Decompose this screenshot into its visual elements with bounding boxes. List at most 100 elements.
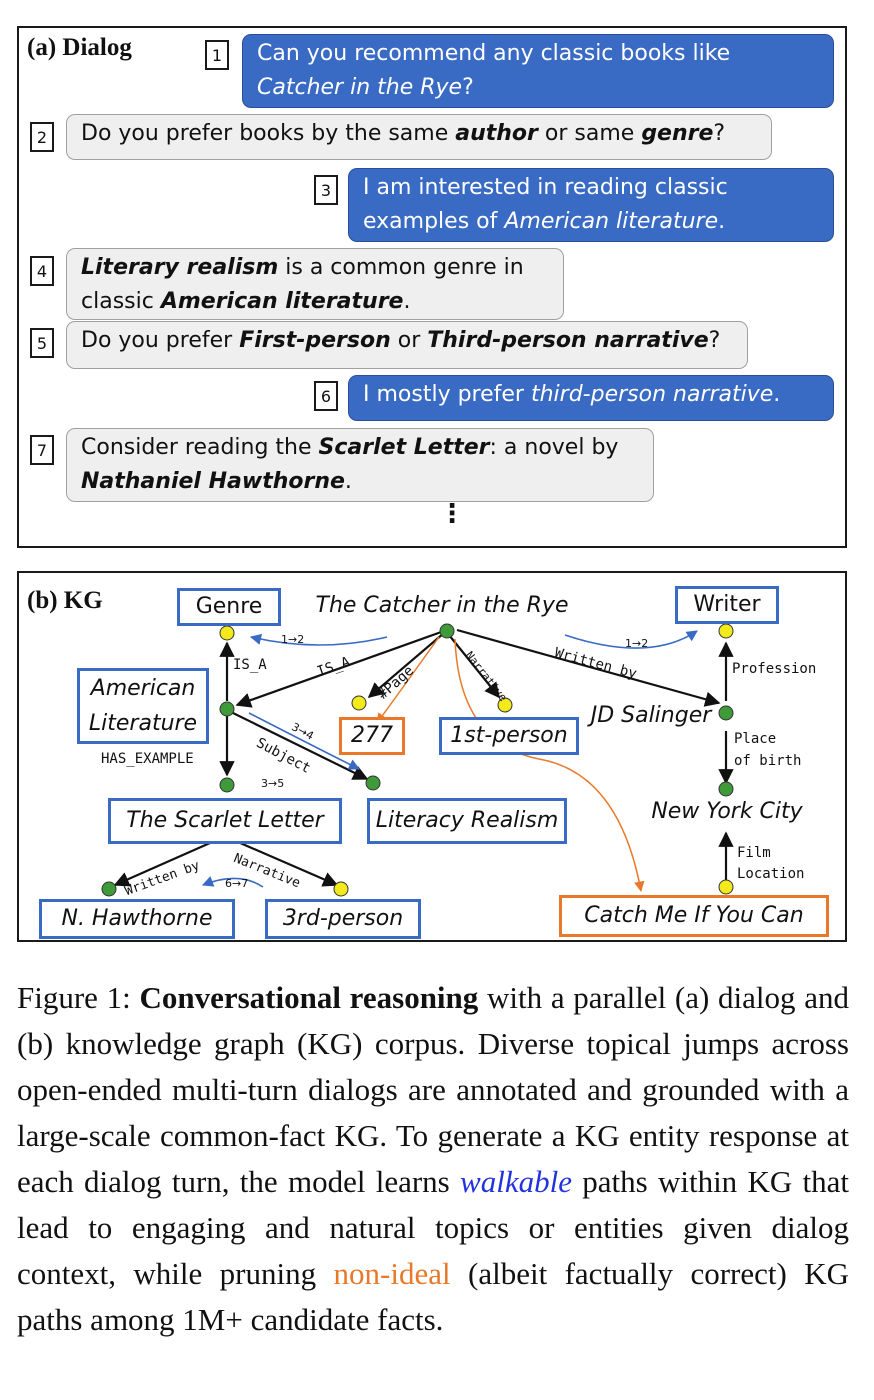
- caption-walkable: walkable: [460, 1164, 572, 1199]
- dialog-text-segment: I mostly prefer: [363, 382, 531, 407]
- dialog-text-segment: or same: [537, 121, 642, 146]
- dialog-panel-title: (a) Dialog: [27, 34, 132, 61]
- caption-text-3: (albeit factually correct) KG paths amon…: [17, 1256, 849, 1337]
- dialog-text-segment: American literature: [160, 289, 404, 314]
- edge-label-location: Location: [737, 866, 805, 882]
- turn-number-7: 7: [30, 435, 54, 465]
- dialog-text-segment: Catcher in the Rye: [257, 75, 463, 100]
- caption-label: Figure 1:: [17, 980, 140, 1015]
- more-turns-ellipsis: ⋮: [439, 499, 465, 529]
- dot-scarlet: [219, 777, 235, 793]
- kg-node-jd-salinger: JD Salinger: [590, 703, 712, 728]
- dialog-turn-1: Can you recommend any classic books like…: [242, 34, 834, 108]
- turn-number-2: 2: [30, 122, 54, 152]
- edge-label-is-a-left: IS_A: [233, 657, 267, 673]
- kg-node-hawthorne: N. Hawthorne: [39, 899, 235, 939]
- caption-bold: Conversational reasoning: [139, 980, 479, 1015]
- dot-realism: [365, 775, 381, 791]
- dialog-turn-7: Consider reading the Scarlet Letter: a n…: [66, 428, 654, 502]
- edge-catcher-to-page: [367, 632, 445, 698]
- kg-node-american-literature: American Literature: [77, 668, 209, 744]
- kg-edges: [101, 623, 734, 897]
- kg-node-literacy-realism: Literacy Realism: [367, 798, 567, 844]
- dialog-text-segment: genre: [641, 121, 714, 146]
- kg-node-american-line2: Literature: [88, 711, 198, 736]
- edge-label-place: Place: [734, 731, 777, 747]
- kg-node-new-york-city: New York City: [651, 799, 803, 824]
- kg-node-first-person: 1st-person: [439, 717, 579, 755]
- dialog-text-segment: ?: [713, 121, 726, 146]
- caption-non-ideal: non-ideal: [333, 1256, 451, 1291]
- edge-label-has-example: HAS_EXAMPLE: [101, 751, 194, 767]
- dot-nyc: [718, 781, 734, 797]
- kg-node-genre: Genre: [177, 588, 281, 626]
- kg-node-scarlet-letter: The Scarlet Letter: [108, 798, 342, 844]
- dot-genre: [219, 625, 235, 641]
- dot-american: [219, 701, 235, 717]
- figure-caption: Figure 1: Conversational reasoning with …: [17, 975, 849, 1343]
- kg-node-catcher: The Catcher in the Rye: [315, 593, 569, 618]
- kg-node-american-line1: American: [90, 676, 196, 701]
- edge-catcher-to-american: [235, 629, 445, 708]
- dialog-turn-4: Literary realism is a common genre in cl…: [66, 248, 564, 320]
- dialog-text-segment: : a novel by: [489, 435, 619, 460]
- dialog-text-segment: I am interested in reading classic examp…: [363, 175, 728, 234]
- dialog-turn-3: I am interested in reading classic examp…: [348, 168, 834, 242]
- dialog-panel: (a) Dialog 1 Can you recommend any class…: [17, 26, 847, 548]
- kg-panel-title: (b) KG: [27, 587, 103, 614]
- dialog-text-segment: ?: [708, 328, 721, 353]
- dot-catcher: [439, 623, 455, 639]
- dialog-text-segment: ?: [462, 75, 474, 100]
- walk-1-2-right: [564, 630, 698, 649]
- kg-node-277: 277: [339, 717, 405, 755]
- dot-page: [351, 695, 367, 711]
- dialog-text-segment: Can you recommend any classic books like: [257, 41, 731, 66]
- edge-scarlet-to-thirdperson: [230, 837, 339, 887]
- turn-number-6: 6: [314, 381, 338, 411]
- dialog-text-segment: .: [344, 469, 352, 494]
- edge-scarlet-to-hawthorne: [113, 837, 220, 887]
- turn-number-4: 4: [30, 256, 54, 286]
- step-label-3-5: 3→5: [261, 777, 285, 790]
- dialog-turn-6: I mostly prefer third-person narrative.: [348, 375, 834, 421]
- edge-catcher-to-firstperson: [448, 634, 500, 699]
- kg-node-catch-me: Catch Me If You Can: [559, 895, 829, 937]
- dialog-text-segment: is a common genre in classic: [81, 255, 524, 314]
- edge-label-profession: Profession: [732, 661, 817, 677]
- turn-number-1: 1: [205, 40, 229, 70]
- dialog-text-segment: Scarlet Letter: [318, 435, 490, 460]
- dialog-text-segment: Literary realism: [81, 255, 279, 280]
- walk-3-4: [248, 712, 361, 770]
- dialog-text-segment: American literature: [504, 209, 719, 234]
- turn-number-3: 3: [314, 175, 338, 205]
- dialog-text-segment: .: [403, 289, 411, 314]
- edge-catcher-to-salinger: [456, 628, 721, 707]
- dialog-text-segment: First-person: [239, 328, 391, 353]
- dialog-text-segment: or: [390, 328, 428, 353]
- nonideal-to-277: [376, 636, 440, 724]
- kg-node-third-person: 3rd-person: [265, 899, 421, 939]
- dot-salinger: [718, 705, 734, 721]
- caption-text-2: paths within KG that lead to engaging an…: [17, 1164, 850, 1291]
- walk-1-2-left: [249, 633, 388, 646]
- edge-label-film: Film: [737, 845, 771, 861]
- dialog-text-segment: Do you prefer books by the same: [81, 121, 456, 146]
- dialog-turn-5: Do you prefer First-person or Third-pers…: [66, 321, 748, 369]
- dialog-text-segment: Third-person narrative: [427, 328, 709, 353]
- dot-writer: [718, 623, 734, 639]
- kg-panel: (b) KG: [17, 571, 847, 942]
- dialog-text-segment: third-person narrative: [530, 382, 774, 407]
- dialog-text-segment: Do you prefer: [81, 328, 240, 353]
- step-label-6-7: 6→7: [225, 877, 249, 890]
- dialog-text-segment: Consider reading the: [81, 435, 319, 460]
- step-label-1-2-right: 1→2: [625, 637, 649, 650]
- walk-6-7: [201, 876, 264, 888]
- dialog-text-segment: author: [455, 121, 538, 146]
- step-label-1-2-left: 1→2: [281, 633, 305, 646]
- kg-node-writer: Writer: [675, 586, 779, 624]
- dot-thirdperson: [333, 881, 349, 897]
- dialog-text-segment: .: [773, 382, 781, 407]
- dialog-text-segment: Nathaniel Hawthorne: [81, 469, 345, 494]
- turn-number-5: 5: [30, 328, 54, 358]
- dot-hawthorne: [101, 881, 117, 897]
